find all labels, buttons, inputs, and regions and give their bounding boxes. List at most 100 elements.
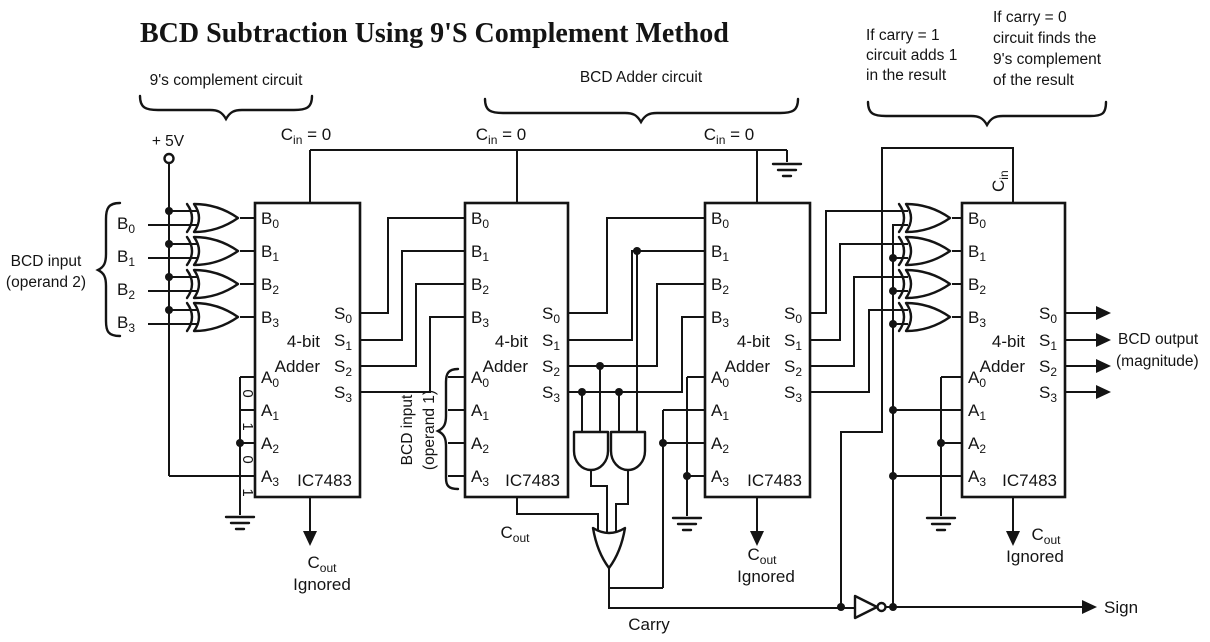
pin-label-a0: A0 [471,368,489,390]
xor-gate-icon [185,301,240,333]
note-carry-0: If carry = 0 circuit finds the 9's compl… [993,9,1102,89]
pin-label-a3: A3 [968,467,986,489]
pin-label-a0: A0 [711,368,729,390]
ic-part-number: IC7483 [297,471,352,490]
cin-vertical-label: Cin [989,170,1011,192]
pin-label-a3: A3 [711,467,729,489]
svg-text:1: 1 [239,488,256,496]
cin-bus-and-drops [148,147,1096,609]
pin-label-s3: S3 [1039,383,1057,405]
pin-label-s1: S1 [784,331,802,353]
and-gate-icon [609,430,647,472]
svg-text:(magnitude): (magnitude) [1116,353,1199,370]
brace-carry-notes [866,100,1108,128]
cout-label-ic1: Cout [308,553,338,575]
pin-label-b3: B3 [711,308,729,330]
pin-label-b1: B1 [471,242,489,264]
xor-gate-icon [185,268,240,300]
ground-icon [671,516,703,532]
pin-label-a1: A1 [261,401,279,423]
ic-body [703,201,812,499]
brace-operand1 [435,367,460,491]
pin-label-s1: S1 [1039,331,1057,353]
pin-label-b2: B2 [968,275,986,297]
svg-text:0: 0 [239,389,256,397]
cin-zero-label-3: Cin = 0 [704,125,754,147]
svg-text:If carry = 0: If carry = 0 [993,9,1067,26]
arrowheads [303,306,1111,614]
ic-type-line1: 4-bit [992,332,1025,351]
svg-text:B1: B1 [117,247,135,269]
ground-icon [925,516,957,532]
pin-label-b2: B2 [711,275,729,297]
pin-label-a2: A2 [471,434,489,456]
pin-label-s1: S1 [542,331,560,353]
xor-gate-icon [185,235,240,267]
pin-label-b1: B1 [261,242,279,264]
xor-bank-right [897,202,952,333]
pin-label-s0: S0 [784,304,802,326]
cin-zero-label-1: Cin = 0 [281,125,331,147]
ground-icon [224,515,256,531]
pin-label-s2: S2 [334,357,352,379]
svg-text:circuit adds 1: circuit adds 1 [866,47,957,64]
pin-label-a2: A2 [261,434,279,456]
pin-label-b0: B0 [968,209,986,231]
pin-label-a1: A1 [711,401,729,423]
svg-text:B0: B0 [117,214,135,236]
xor-gate-icon [185,202,240,234]
pin-label-b2: B2 [261,275,279,297]
not-gate-icon [853,594,887,620]
ground-icon [771,162,803,178]
cout-label-ic3: Cout [748,545,778,567]
brace-adder-circuit [483,97,800,125]
pin-label-s3: S3 [542,383,560,405]
ic-part-number: IC7483 [747,471,802,490]
pin-label-b0: B0 [471,209,489,231]
ic-body [463,201,570,499]
xor-gate-icon [897,235,952,267]
cout-label-ic2: Cout [501,523,531,545]
svg-text:BCD output: BCD output [1118,331,1199,348]
carry-label: Carry [628,615,670,634]
pin-label-b0: B0 [261,209,279,231]
svg-text:B2: B2 [117,280,135,302]
ignored-label-ic4: Ignored [1006,547,1064,566]
pin-label-s2: S2 [784,357,802,379]
pin-label-s0: S0 [334,304,352,326]
svg-text:1: 1 [239,422,256,430]
or-gate-icon [591,526,627,570]
svg-text:If carry = 1: If carry = 1 [866,27,940,44]
pin-label-s1: S1 [334,331,352,353]
power-terminal-icon [163,152,175,165]
ic-type-line2: Adder [980,357,1026,376]
brace-operand2 [95,201,122,338]
braces [95,94,1108,491]
ic-type-line1: 4-bit [737,332,770,351]
bcd-output-label: BCD output (magnitude) [1116,331,1199,370]
operand2-label: BCD input (operand 2) [6,253,86,291]
xor-bank-left [185,202,240,333]
pin-label-s3: S3 [334,383,352,405]
svg-text:9's complement: 9's complement [993,51,1102,68]
cin-zero-label-2: Cin = 0 [476,125,526,147]
diagram-title: BCD Subtraction Using 9'S Complement Met… [140,18,729,49]
ignored-label-ic3: Ignored [737,567,795,586]
svg-text:BCD input: BCD input [11,253,82,270]
constant-bits-1010: 0 1 0 1 [239,389,256,496]
pin-label-b2: B2 [471,275,489,297]
pin-label-a1: A1 [968,401,986,423]
pin-label-s3: S3 [784,383,802,405]
ic-body [253,201,362,499]
pin-label-b0: B0 [711,209,729,231]
svg-text:B3: B3 [117,313,135,335]
ic-body [960,201,1067,499]
ic-type-line2: Adder [725,357,771,376]
pin-label-a0: A0 [968,368,986,390]
ic-part-number: IC7483 [1002,471,1057,490]
